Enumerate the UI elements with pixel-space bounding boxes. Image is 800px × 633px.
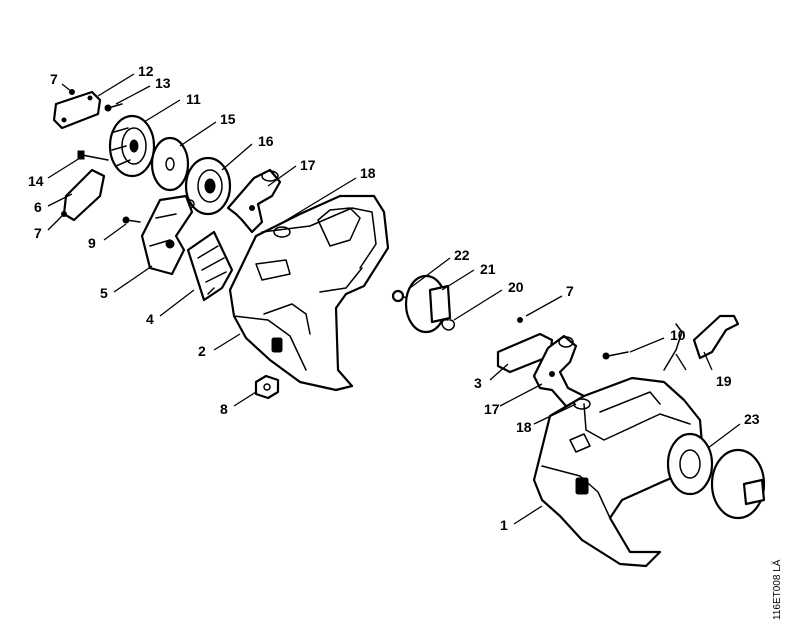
part-screw-14 [77, 150, 109, 161]
callout-2: 2 [198, 343, 206, 359]
callout-20: 20 [508, 279, 524, 295]
callout-19: 19 [716, 373, 732, 389]
callout-22: 22 [454, 247, 470, 263]
callout-5: 5 [100, 285, 108, 301]
callout-17-upper: 17 [300, 157, 316, 173]
callout-labels: 7 12 13 11 15 16 17 18 14 6 7 9 5 4 2 8 … [28, 63, 760, 533]
callout-14: 14 [28, 173, 44, 189]
part-rotor-23 [666, 432, 766, 520]
callout-21: 21 [480, 261, 496, 277]
callout-10: 10 [670, 327, 686, 343]
part-fan-housing-2 [228, 194, 390, 392]
callout-13: 13 [155, 75, 171, 91]
part-screw-9 [122, 216, 141, 224]
part-starter-grip-17-upper [226, 168, 282, 234]
callout-18-lower: 18 [516, 419, 532, 435]
part-rope-pulley-16 [184, 156, 232, 216]
callout-16: 16 [258, 133, 274, 149]
part-starter-housing-11 [108, 114, 156, 178]
part-screw-7-right [517, 317, 523, 323]
callout-6: 6 [34, 199, 42, 215]
part-cover-plate-12 [52, 90, 102, 130]
part-main-housing-1 [532, 376, 704, 568]
part-washer-15 [150, 136, 190, 192]
part-nut-8 [254, 374, 280, 400]
callout-4: 4 [146, 311, 154, 327]
part-clips-19 [663, 314, 740, 371]
leader-lines [47, 73, 741, 525]
callout-7-upper: 7 [50, 71, 58, 87]
callout-1: 1 [500, 517, 508, 533]
callout-12: 12 [138, 63, 154, 79]
part-circlip-20 [441, 319, 455, 331]
part-starter-grip-17-lower [532, 334, 586, 412]
callout-11: 11 [186, 91, 201, 107]
part-rotor-21 [404, 274, 452, 334]
part-bracket-5 [140, 194, 194, 276]
callout-7-lower: 7 [34, 225, 42, 241]
callout-7-right: 7 [566, 283, 574, 299]
callout-17-lower: 17 [484, 401, 500, 417]
callout-23: 23 [744, 411, 760, 427]
part-screw-13 [104, 103, 123, 112]
callout-8: 8 [220, 401, 228, 417]
part-gasket-4 [186, 230, 234, 302]
part-screw-10 [602, 351, 629, 360]
callout-3: 3 [474, 375, 482, 391]
part-screw-7-lower [61, 211, 67, 217]
callout-9: 9 [88, 235, 96, 251]
drawing-code: 116ET008 LÄ [772, 559, 783, 620]
callout-15: 15 [220, 111, 236, 127]
callout-18-upper: 18 [360, 165, 376, 181]
